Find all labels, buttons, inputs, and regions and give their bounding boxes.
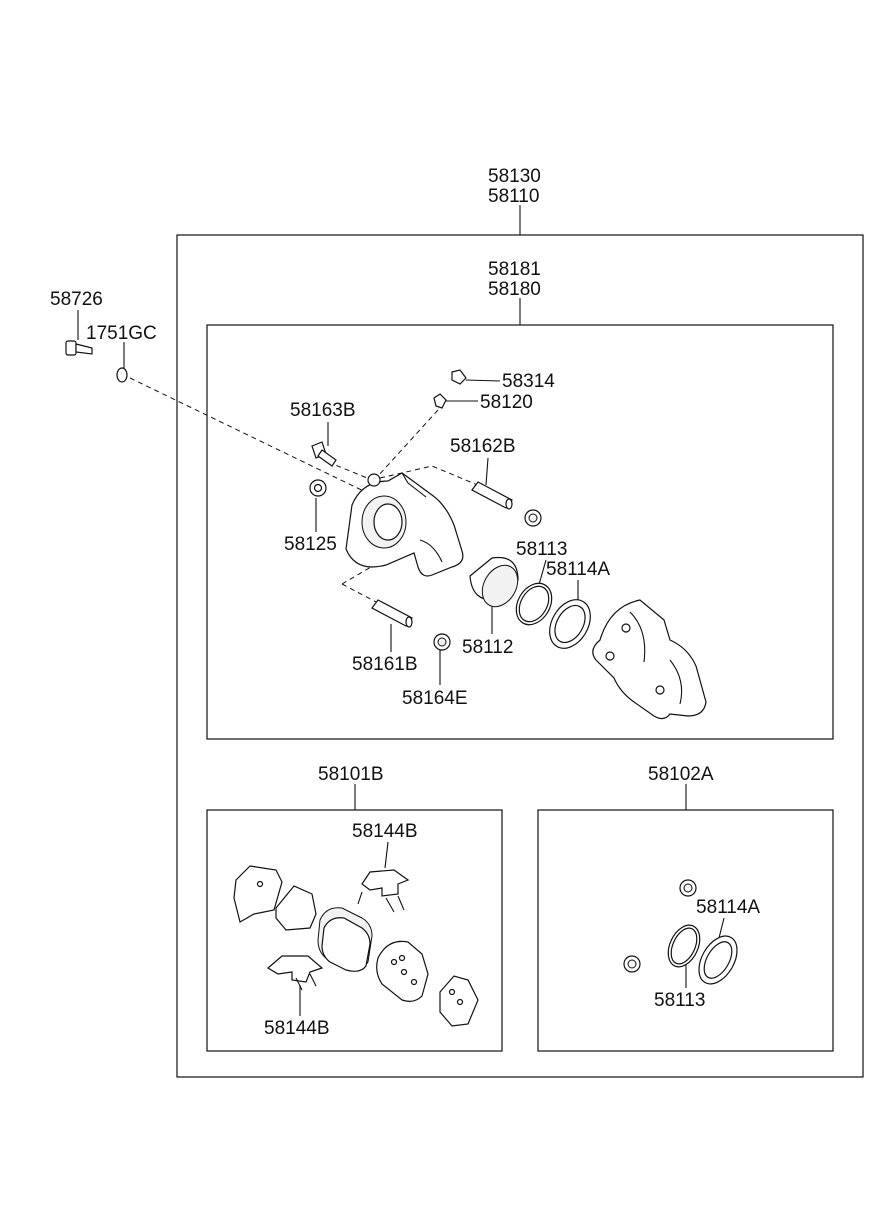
kit-boot-58114a	[698, 935, 738, 985]
pad-shim-outer	[233, 865, 283, 923]
kit-boot-small-lower	[623, 955, 641, 973]
label-58113: 58113	[516, 539, 567, 560]
pad-spring-lower	[266, 955, 324, 991]
label-58125: 58125	[284, 534, 337, 555]
label-kit-58113: 58113	[654, 990, 705, 1011]
label-58101b: 58101B	[318, 764, 384, 785]
pad-spring-upper	[357, 869, 410, 913]
brake-pad-inner	[317, 907, 373, 972]
guide-pin-58162b	[471, 481, 513, 510]
bleeder-cap-58314	[451, 369, 467, 385]
kit-boot-small-upper	[679, 879, 697, 897]
label-58162b: 58162B	[450, 436, 516, 457]
bleeder-screw-58120	[433, 393, 447, 409]
piston-58112	[469, 556, 519, 608]
label-58144b-bottom: 58144B	[264, 1018, 330, 1039]
label-58181: 58181	[488, 259, 541, 280]
caliper-carrier	[592, 599, 707, 720]
label-58144b-top: 58144B	[352, 821, 418, 842]
guide-pin-58161b	[371, 599, 413, 628]
caliper-housing	[345, 472, 464, 577]
bolt-58726	[65, 340, 93, 356]
label-58180: 58180	[488, 279, 541, 300]
piston-boot-58114a	[549, 599, 591, 649]
assembly-frame	[176, 234, 864, 1078]
label-58120: 58120	[480, 392, 533, 413]
brake-pad-outer	[376, 940, 429, 1002]
label-58114a: 58114A	[546, 559, 610, 580]
pad-shim-rear	[439, 975, 479, 1027]
pad-shim-inner	[275, 885, 317, 931]
kit-seal-58113	[667, 924, 701, 968]
label-58161b: 58161B	[352, 654, 418, 675]
label-58130: 58130	[488, 166, 541, 187]
washer-1751gc	[116, 367, 128, 383]
piston-seal-58113	[515, 582, 553, 626]
label-58110: 58110	[488, 186, 539, 207]
label-58164e: 58164E	[402, 688, 468, 709]
label-58726: 58726	[50, 289, 103, 310]
label-1751gc: 1751GC	[86, 323, 157, 344]
pin-boot-upper	[524, 509, 542, 527]
label-kit-58114a: 58114A	[696, 897, 760, 918]
pin-boot-58164e	[433, 633, 451, 651]
bushing-58125	[309, 479, 327, 497]
guide-bolt-58163b	[311, 441, 337, 467]
label-58314: 58314	[502, 371, 555, 392]
label-58163b: 58163B	[290, 400, 356, 421]
label-58102a: 58102A	[648, 764, 714, 785]
label-58112: 58112	[462, 637, 513, 658]
